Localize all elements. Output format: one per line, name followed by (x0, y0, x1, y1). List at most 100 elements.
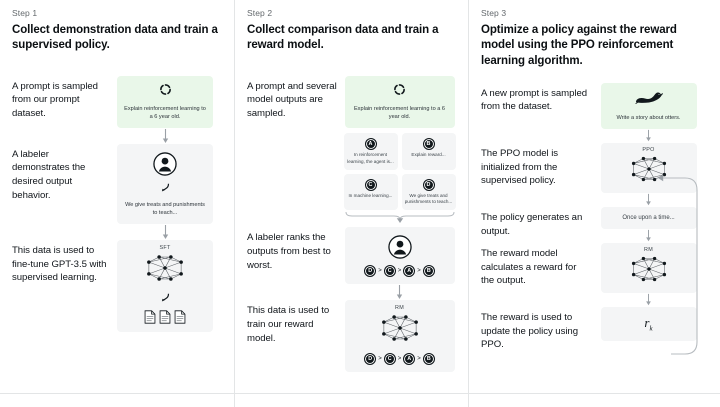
prompt-text: Explain reinforcement learning to a 6 ye… (353, 105, 446, 120)
step-2-title: Collect comparison data and train a rewa… (247, 24, 439, 52)
step-3-column: Step 3 Optimize a policy against the rew… (468, 0, 720, 407)
step-1-prompt-panel-wrap: Explain reinforcement learning to a 6 ye… (108, 75, 222, 144)
step-1-label: Step 1 (12, 8, 38, 18)
step-1-sft-panel-wrap: SFT (108, 240, 222, 332)
reward-symbol-subscript: k (649, 324, 653, 333)
step-3-row-reward-text: The reward is used to update the policy … (481, 311, 578, 351)
step-1-labeler-panel-wrap: We give treats and punishments to teach.… (108, 143, 222, 240)
step-2-prompt-panel-wrap: Explain reinforcement learning to a 6 ye… (343, 75, 456, 224)
prompt-box: Explain reinforcement learning to a 6 ye… (344, 75, 455, 128)
option-letter-d: D (422, 178, 435, 191)
documents-icon (144, 310, 186, 324)
sft-model-box: SFT (117, 240, 213, 332)
rank-separator: > (417, 268, 421, 275)
step-2-column: Step 2 Collect comparison data and train… (234, 0, 468, 407)
option-letter-c: C (364, 178, 377, 191)
step-3-title: Optimize a policy against the reward mod… (481, 24, 677, 67)
rank-4: B (422, 265, 435, 278)
arrow-down-3a (589, 129, 708, 143)
person-avatar-icon (387, 234, 413, 260)
output-option-b: B Explain reward... (401, 132, 456, 170)
neural-network-icon (143, 253, 187, 288)
rank-separator: > (397, 356, 402, 363)
step-3-rm-panel-wrap: RM (589, 242, 708, 307)
rm-model-label: RM (395, 305, 404, 312)
step-1-title: Collect demonstration data and train a s… (12, 24, 218, 52)
step-1-rows: A prompt is sampled from our prompt data… (12, 75, 222, 332)
otter-icon (634, 90, 664, 110)
option-text-a: In reinforcement learning, the agent is.… (347, 151, 394, 164)
model-outputs-grid: A In reinforcement learning, the agent i… (343, 132, 456, 211)
step-3-reward-panel-wrap: rk (589, 306, 708, 341)
arrow-down-1a (108, 128, 222, 144)
reward-model-box: RM (600, 242, 697, 293)
step-3-row-ppo: The PPO model is initialized from the su… (481, 142, 708, 207)
neural-network-icon (378, 313, 422, 348)
arrow-down-3c (589, 229, 708, 243)
step-3-row-ppo-text: The PPO model is initialized from the su… (481, 147, 559, 187)
labeler-box: We give treats and punishments to teach.… (117, 143, 213, 224)
rank-2: C (383, 265, 396, 278)
step-1-row-sft-text: This data is used to fine-tune GPT-3.5 w… (12, 245, 107, 284)
option-text-b: Explain reward... (411, 151, 446, 157)
ranking-row: D > C > A > B (364, 353, 435, 366)
step-3-ppo-panel-wrap: PPO (589, 142, 708, 207)
step-2-row-rank: A labeler ranks the outputs from best to… (247, 227, 456, 300)
rank-separator: > (417, 356, 421, 363)
reward-model-box: RM (344, 300, 455, 373)
step-1-row-labeler: A labeler demonstrates the desired outpu… (12, 143, 222, 240)
reward-value-box: rk (600, 306, 697, 341)
step-3-row-reward: The reward is used to update the policy … (481, 306, 708, 352)
divider-bottom-3 (469, 393, 720, 394)
ppo-model-label: PPO (642, 146, 655, 153)
step-2-rm-panel-wrap: RM (343, 300, 456, 373)
step-2-row-rm: This data is used to train our reward mo… (247, 300, 456, 373)
step-2-row-prompt: A prompt and several model outputs are s… (247, 75, 456, 224)
step-2-row-prompt-text: A prompt and several model outputs are s… (247, 80, 337, 119)
output-option-a: A In reinforcement learning, the agent i… (343, 132, 398, 170)
policy-output-box: Once upon a time... (600, 206, 697, 229)
step-2-label: Step 2 (247, 8, 273, 18)
rank-1: D (364, 353, 377, 366)
step-3-row-output: The policy generates an output. Once upo… (481, 206, 708, 243)
step-3-label: Step 3 (481, 8, 507, 18)
ranking-row: D > C > A > B (364, 265, 435, 278)
arrow-down-3d (589, 293, 708, 307)
reward-symbol: rk (644, 315, 652, 333)
policy-output-text: Once upon a time... (622, 214, 675, 221)
loop-dashed-circle-icon (159, 83, 172, 101)
rm-model-label: RM (644, 246, 653, 253)
curved-down-arrow-icon (160, 179, 171, 197)
prompt-box: Explain reinforcement learning to a 6 ye… (117, 75, 213, 128)
output-option-c: C In machine learning... (343, 173, 398, 211)
output-option-d: D We give treats and punishments to teac… (401, 173, 456, 211)
loop-dashed-circle-icon (393, 83, 406, 101)
step-3-output-panel-wrap: Once upon a time... (589, 206, 708, 243)
person-avatar-icon (152, 151, 178, 177)
rank-2: C (383, 353, 396, 366)
arrow-down-2a (343, 284, 456, 300)
ppo-model-box: PPO (600, 142, 697, 193)
step-3-row-rm: The reward model calculates a reward for… (481, 242, 708, 307)
labeler-ranking-box: D > C > A > B (344, 227, 455, 285)
step-2-rank-panel-wrap: D > C > A > B (343, 227, 456, 300)
reward-symbol-base: r (644, 314, 650, 330)
step-3-row-prompt-text: A new prompt is sampled from the dataset… (481, 87, 588, 113)
rank-separator: > (397, 268, 402, 275)
rank-3: A (403, 353, 416, 366)
step-3-rows: A new prompt is sampled from the dataset… (481, 82, 708, 352)
step-3-row-prompt: A new prompt is sampled from the dataset… (481, 82, 708, 143)
rank-separator: > (378, 268, 382, 275)
rank-separator: > (378, 356, 382, 363)
option-text-d: We give treats and punishments to teach.… (404, 192, 453, 205)
step-2-row-rm-text: This data is used to train our reward mo… (247, 305, 330, 344)
divider-bottom-1 (0, 393, 234, 394)
neural-network-icon (628, 155, 670, 188)
step-3-prompt-panel-wrap: Write a story about otters. (589, 82, 708, 143)
merge-brace-icon (344, 210, 456, 224)
rank-3: A (403, 265, 416, 278)
step-3-row-output-text: The policy generates an output. (481, 211, 583, 237)
sft-model-label: SFT (159, 245, 171, 251)
step-3-row-rm-text: The reward model calculates a reward for… (481, 247, 577, 287)
